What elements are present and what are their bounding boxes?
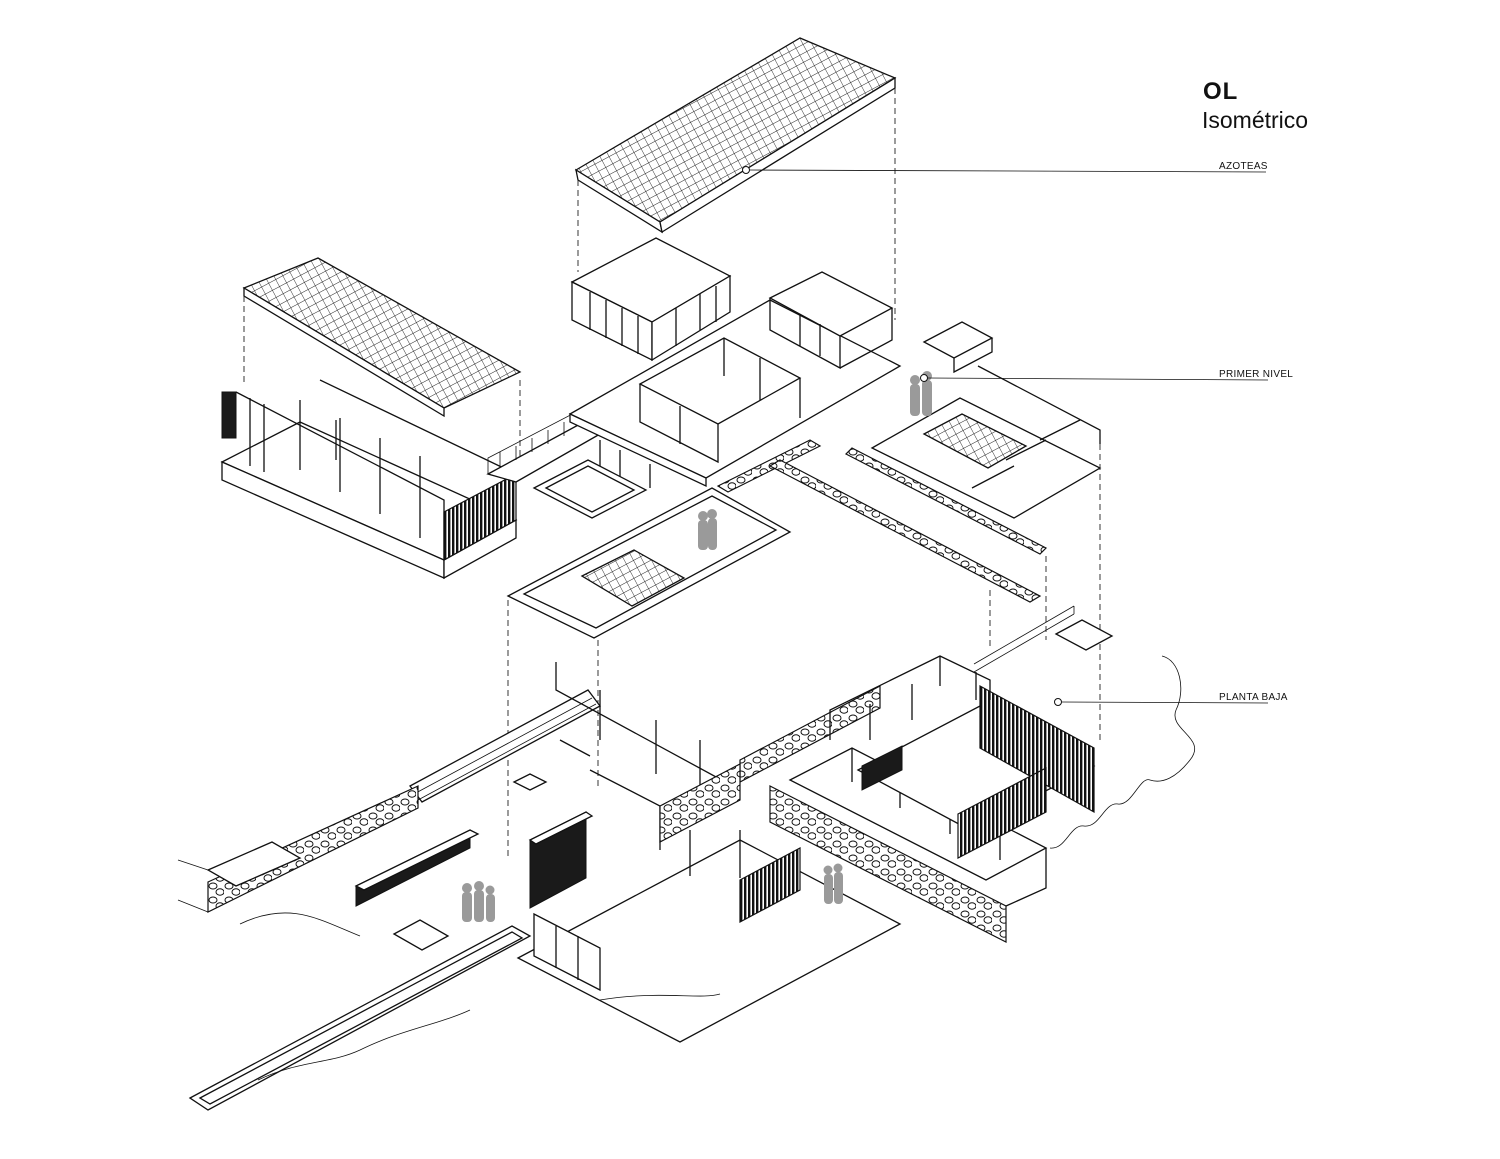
callout-label-planta-baja: PLANTA BAJA — [1219, 692, 1288, 703]
central-rooms-walls — [599, 338, 801, 488]
right-stone-wall — [769, 785, 1007, 943]
callout-label-azoteas: AZOTEAS — [1219, 161, 1268, 172]
callout-marker-azoteas — [742, 166, 750, 174]
dark-panel — [861, 745, 903, 791]
ground-glass-mullions — [555, 926, 579, 980]
bridge-rails — [487, 409, 581, 474]
ground-central-floor — [516, 839, 902, 1043]
people-silhouette — [823, 863, 843, 904]
garden-wall-line — [973, 605, 1075, 673]
callout-label-primer-nivel: PRIMER NIVEL — [1219, 369, 1294, 380]
callout-marker-planta-baja — [1054, 698, 1062, 706]
ground-box-top — [528, 811, 594, 845]
drawing-subtitle: Isométrico — [1202, 107, 1309, 133]
ground-floor-group — [177, 605, 1196, 1111]
entrance-path-inner — [198, 931, 524, 1105]
site-boundary-line — [1049, 655, 1196, 849]
left-roof-top — [242, 257, 522, 409]
right-terrace-grid — [922, 413, 1028, 469]
upper-room-windows — [589, 286, 717, 354]
ground-right-rooms — [829, 655, 991, 740]
stone-strip-long — [768, 459, 1042, 603]
left-small-room — [206, 841, 302, 887]
ramp-lines — [413, 697, 597, 801]
garden-bench — [1054, 619, 1114, 651]
people-silhouette — [698, 509, 717, 550]
central-deck-edge — [569, 412, 707, 488]
slatted-wall-back — [979, 684, 1095, 814]
slatted-wall-front — [957, 767, 1047, 859]
small-planter-box — [922, 321, 994, 359]
right-terrace-parapets — [953, 338, 1101, 489]
ground-slat-door — [739, 847, 801, 923]
courtyard-planter — [512, 773, 548, 791]
callout-leader-primer-nivel — [927, 377, 1269, 381]
first-floor-group — [220, 237, 1102, 860]
right-upper-walls — [769, 298, 893, 370]
callout-marker-primer-nivel — [920, 374, 928, 382]
left-volume-end-wall — [221, 391, 237, 439]
people-silhouette — [910, 371, 932, 416]
callout-leaders — [742, 166, 1269, 706]
small-fountain — [392, 919, 450, 951]
left-site-line — [177, 859, 361, 937]
drawing-title: OL — [1203, 78, 1239, 105]
courtyard-pit-inner — [544, 465, 636, 513]
callout-leader-planta-baja — [1061, 701, 1269, 704]
ground-edge-line — [257, 993, 721, 1081]
roof-level-group — [242, 37, 897, 470]
people-silhouette — [462, 881, 495, 922]
left-volume-walls — [235, 379, 517, 560]
deck-grid — [580, 549, 686, 607]
ground-stone-small — [659, 763, 741, 843]
upper-room-side — [651, 274, 731, 362]
stone-strip-right — [844, 447, 1048, 555]
callout-leader-azoteas — [749, 169, 1267, 173]
left-stone-wall — [207, 785, 419, 913]
dark-cabinet-top — [354, 829, 480, 891]
left-roof-front — [243, 286, 445, 418]
main-roof-top — [574, 37, 897, 223]
